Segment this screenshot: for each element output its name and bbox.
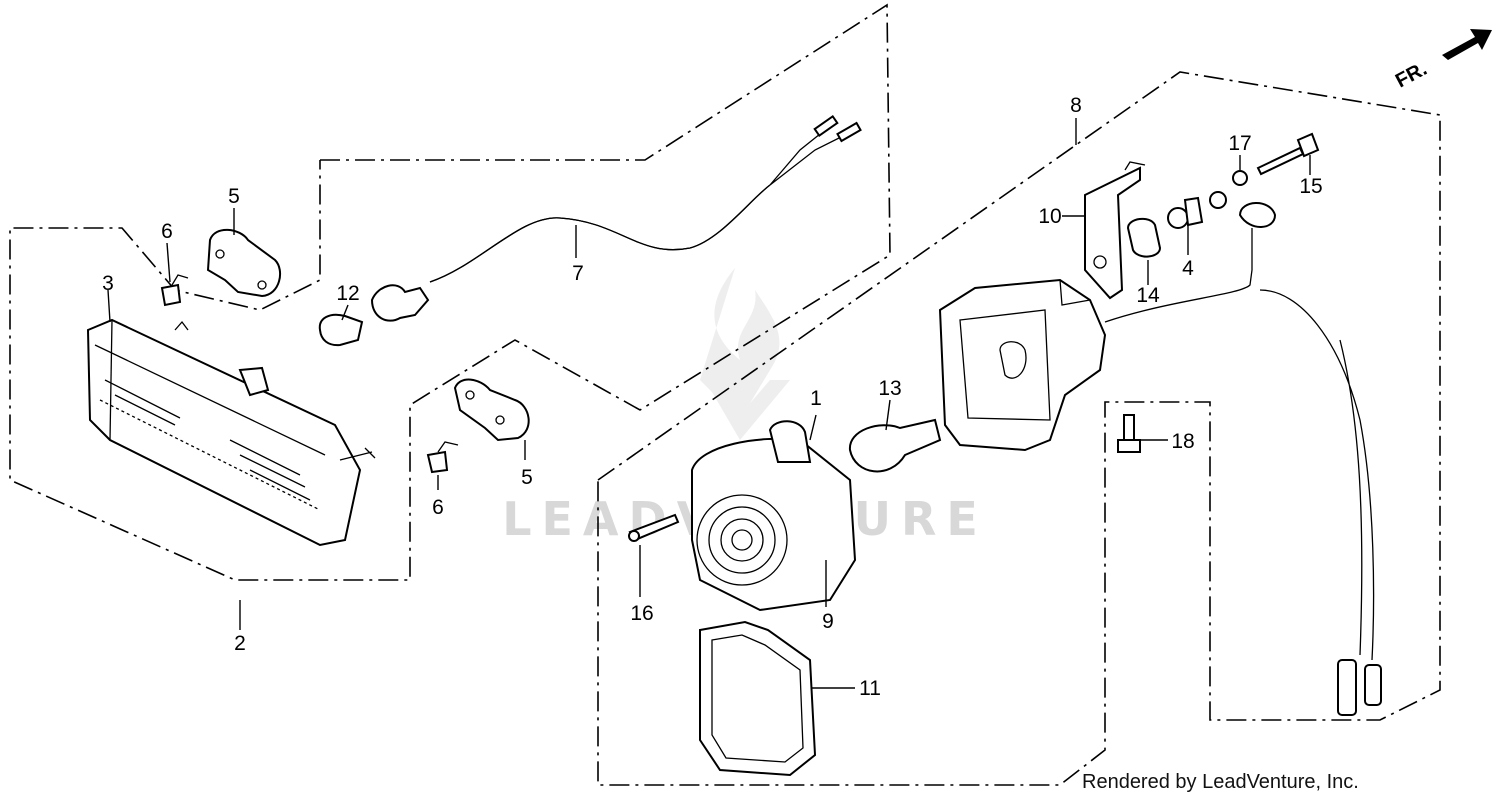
group-outlines <box>9 3 1441 786</box>
headlight-wire-harness <box>370 115 862 322</box>
callout-10: 10 <box>1038 205 1061 228</box>
callout-5-lower: 5 <box>521 466 533 489</box>
callout-11: 11 <box>859 677 881 700</box>
callout-18: 18 <box>1171 430 1194 453</box>
taillight-bracket <box>1084 161 1146 300</box>
front-arrow-icon <box>1442 29 1492 60</box>
callout-14: 14 <box>1136 284 1160 307</box>
screw <box>628 513 680 542</box>
callout-15: 15 <box>1299 175 1322 198</box>
front-direction-label: FR. <box>1392 58 1431 93</box>
headlight-bulb <box>318 313 364 347</box>
callout-9: 9 <box>822 610 834 633</box>
bracket-upper <box>206 228 282 298</box>
clip-lower <box>426 441 459 474</box>
bracket-lower <box>453 378 530 442</box>
callout-6-lower: 6 <box>432 496 444 519</box>
callout-1: 1 <box>810 387 822 410</box>
credit-text: Rendered by LeadVenture, Inc. <box>1082 771 1359 793</box>
taillight-bulb <box>848 418 942 473</box>
collar <box>1167 196 1204 229</box>
front-direction-indicator: FR. <box>1392 29 1492 92</box>
callout-3: 3 <box>102 272 114 295</box>
headlight-lens <box>86 318 376 547</box>
lens-gasket <box>699 620 817 777</box>
bolt-lower <box>1117 414 1141 453</box>
callout-5-upper: 5 <box>228 185 240 208</box>
leader-lines <box>107 118 1311 689</box>
callout-12: 12 <box>336 282 359 305</box>
taillight-wire-terminal <box>1104 191 1375 661</box>
taillight-connectors <box>1337 659 1382 716</box>
bolt-upper <box>1256 132 1320 176</box>
washer <box>1232 170 1248 186</box>
callout-4: 4 <box>1182 257 1194 280</box>
clip-upper <box>160 274 189 307</box>
callout-8: 8 <box>1070 94 1082 117</box>
callout-17: 17 <box>1228 132 1251 155</box>
taillight-housing <box>938 278 1107 452</box>
grommet <box>1126 217 1162 258</box>
callout-6-upper: 6 <box>161 220 173 243</box>
outline-headlight-wiring <box>9 3 891 581</box>
callout-7: 7 <box>572 262 584 285</box>
callout-2: 2 <box>234 632 246 655</box>
taillight-lens <box>691 420 857 612</box>
callout-16: 16 <box>630 602 653 625</box>
callout-13: 13 <box>878 377 901 400</box>
watermark-logo-icon <box>700 268 790 440</box>
callouts: 1 2 3 4 5 5 6 6 7 8 9 10 11 12 13 14 15 … <box>102 94 1323 700</box>
